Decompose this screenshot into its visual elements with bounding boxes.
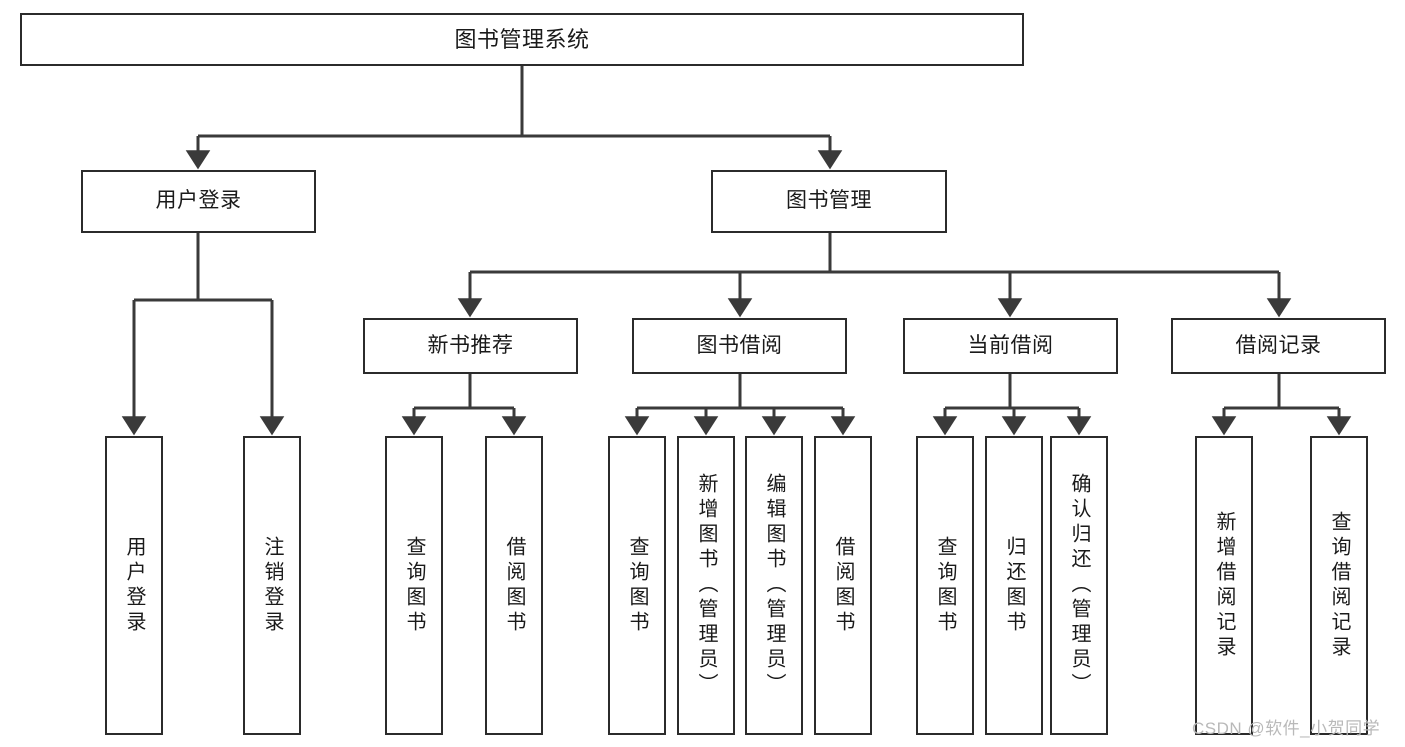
leaf-borrow-query-book[interactable]: 查询图书 [608,436,666,735]
leaf-record-query-record[interactable]: 查询借阅记录 [1310,436,1368,735]
node-label: 用户登录 [155,189,242,213]
node-label: 新增借阅记录 [1213,510,1235,661]
node-label: 注销登录 [261,535,283,636]
leaf-user-login-logout[interactable]: 注销登录 [243,436,301,735]
node-root-system[interactable]: 图书管理系统 [20,13,1024,66]
node-label: 借阅图书 [503,535,525,636]
leaf-user-login-login[interactable]: 用户登录 [105,436,163,735]
node-label: 查询借阅记录 [1328,510,1350,661]
leaf-current-confirm-return-admin[interactable]: 确认归还（管理员） [1050,436,1108,735]
node-label: 借阅图书 [832,535,854,636]
node-current-borrow[interactable]: 当前借阅 [903,318,1118,374]
node-label: 查询图书 [403,535,425,636]
node-label: 查询图书 [934,535,956,636]
leaf-borrow-borrow-book[interactable]: 借阅图书 [814,436,872,735]
node-label: 图书管理系统 [454,26,590,52]
node-label: 新书推荐 [427,333,514,357]
csdn-watermark: CSDN @软件_小贺同学 [1192,719,1381,738]
node-book-borrow[interactable]: 图书借阅 [632,318,847,374]
leaf-recommend-query-book[interactable]: 查询图书 [385,436,443,735]
node-new-book-recommend[interactable]: 新书推荐 [363,318,578,374]
node-label: 用户登录 [123,535,145,636]
leaf-current-query-book[interactable]: 查询图书 [916,436,974,735]
node-label: 归还图书 [1003,535,1025,636]
node-user-login[interactable]: 用户登录 [81,170,316,233]
node-label: 图书借阅 [696,333,783,357]
node-label: 确认归还（管理员） [1068,473,1090,698]
node-book-management[interactable]: 图书管理 [711,170,947,233]
node-borrow-record[interactable]: 借阅记录 [1171,318,1386,374]
leaf-borrow-edit-book-admin[interactable]: 编辑图书（管理员） [745,436,803,735]
leaf-current-return-book[interactable]: 归还图书 [985,436,1043,735]
node-label: 新增图书（管理员） [695,473,717,698]
node-label: 查询图书 [626,535,648,636]
node-label: 当前借阅 [967,333,1054,357]
node-label: 图书管理 [786,189,872,213]
leaf-borrow-add-book-admin[interactable]: 新增图书（管理员） [677,436,735,735]
node-label: 借阅记录 [1235,333,1322,357]
leaf-recommend-borrow-book[interactable]: 借阅图书 [485,436,543,735]
leaf-record-add-record[interactable]: 新增借阅记录 [1195,436,1253,735]
node-label: 编辑图书（管理员） [763,473,785,698]
